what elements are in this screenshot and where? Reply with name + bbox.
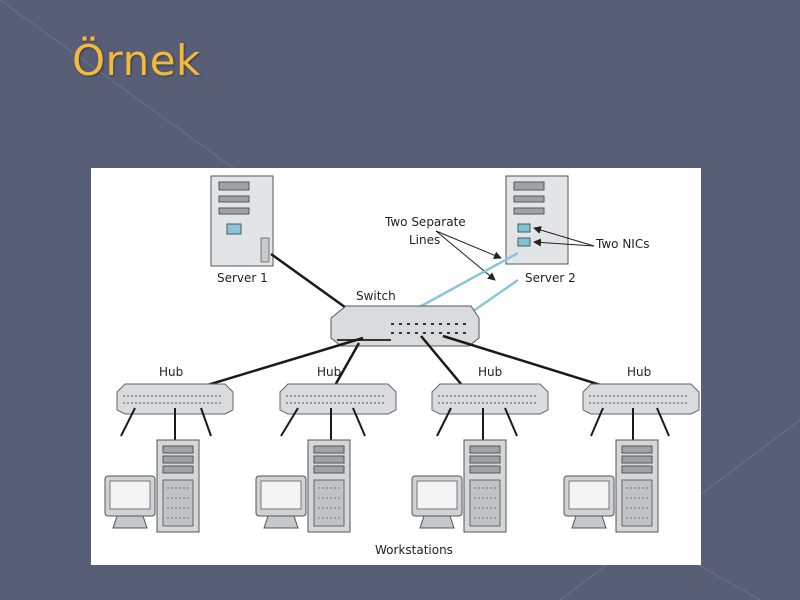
network-diagram: Server 1 Server 2 Two Separate Lines Two… [91,168,701,565]
two-nics-label: Two NICs [595,237,649,251]
workstations-label: Workstations [375,543,453,557]
switch-label: Switch [356,289,396,303]
workstation-1 [104,439,200,533]
hub-1-label: Hub [159,365,183,379]
nic-2 [517,237,531,247]
hub-2-label: Hub [317,365,341,379]
lines-arrow-1 [435,230,502,260]
slide-title: Örnek [72,36,201,85]
lines-arrow-2 [435,230,496,281]
workstation-3 [411,439,507,533]
server-2 [505,175,569,265]
two-lines-label-1: Two Separate [384,215,466,229]
hub-4-label: Hub [627,365,651,379]
hub-3-label: Hub [478,365,502,379]
workstation-4 [563,439,659,533]
hub-4 [582,383,700,415]
nics-arrow-1 [533,226,595,247]
server-1 [210,175,274,267]
nics-arrow-2 [533,238,595,247]
switch [330,305,480,347]
server-2-label: Server 2 [525,271,576,285]
hub-drop-cables [120,407,670,440]
server-1-label: Server 1 [217,271,268,285]
two-lines-label-2: Lines [409,233,440,247]
nic-1 [517,223,531,233]
workstation-2 [255,439,351,533]
